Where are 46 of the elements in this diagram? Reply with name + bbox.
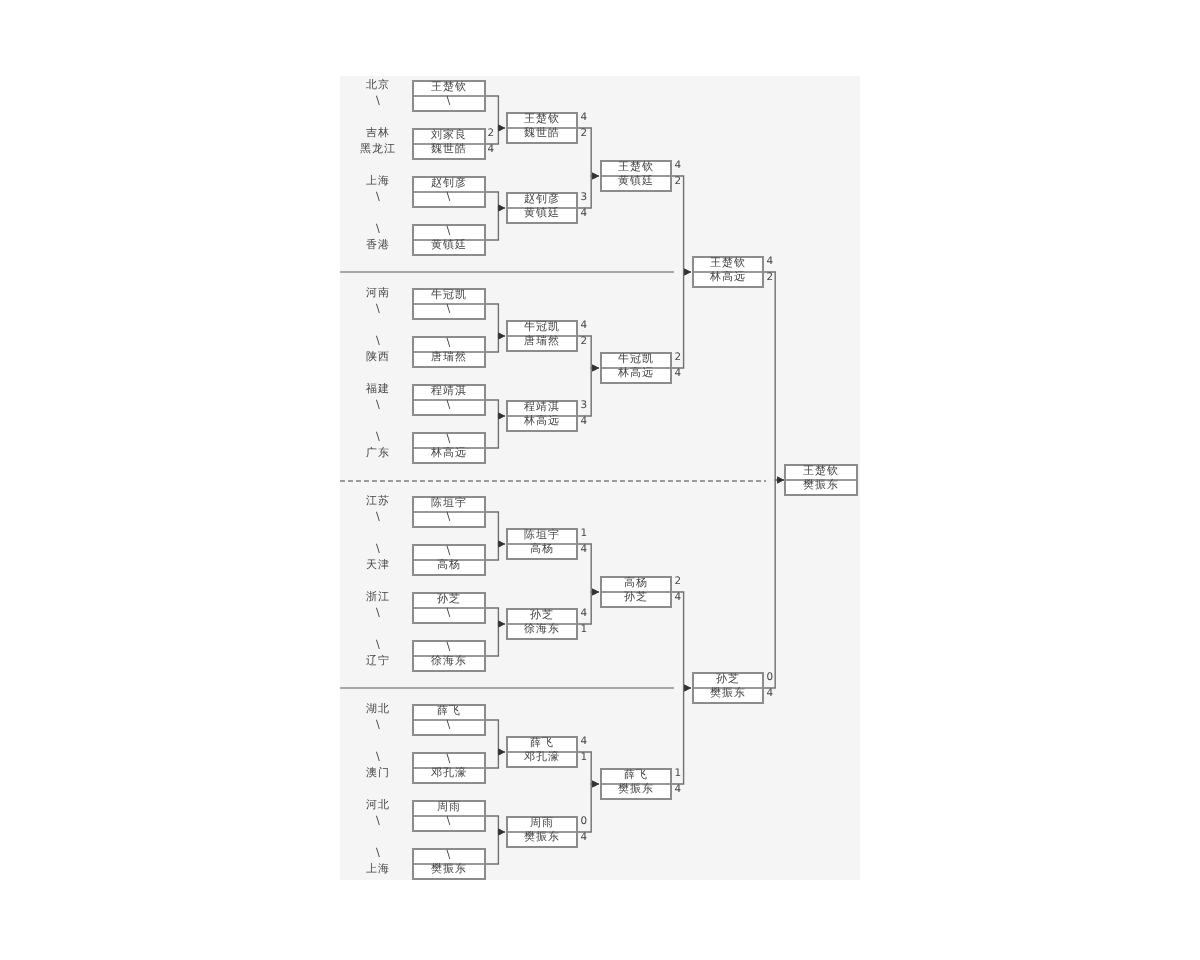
arrow [577,588,600,625]
match-box [691,672,764,704]
match-box [784,464,857,496]
arrow [484,412,506,449]
match-box [412,336,485,368]
arrow [484,828,506,865]
match-box [412,704,485,736]
arrow [577,364,600,417]
arrow [484,748,506,769]
match-box [412,384,485,416]
match-box [412,800,485,832]
match-box [412,496,485,528]
match-box [412,224,485,256]
match-box [505,400,578,432]
match-box [599,768,672,800]
match-box [505,736,578,768]
match-box [599,352,672,384]
arrow [671,684,692,785]
match-box [412,128,485,160]
match-box [412,432,485,464]
match-box [412,176,485,208]
match-box [412,288,485,320]
arrow [484,204,506,241]
arrow [577,172,600,209]
match-box [412,80,485,112]
match-box [412,848,485,880]
match-box [412,544,485,576]
match-box [505,320,578,352]
match-box [599,576,672,608]
match-box [505,192,578,224]
match-box [412,752,485,784]
arrow [484,620,506,657]
match-box [691,256,764,288]
arrow [577,780,600,833]
match-box [412,592,485,624]
arrow [484,332,506,353]
arrow [484,540,506,561]
match-box [412,640,485,672]
arrow [671,268,692,369]
arrow [763,476,785,689]
match-box [505,528,578,560]
match-box [599,160,672,192]
match-box [505,608,578,640]
match-box [505,816,578,848]
arrow [484,124,506,145]
match-box [505,112,578,144]
